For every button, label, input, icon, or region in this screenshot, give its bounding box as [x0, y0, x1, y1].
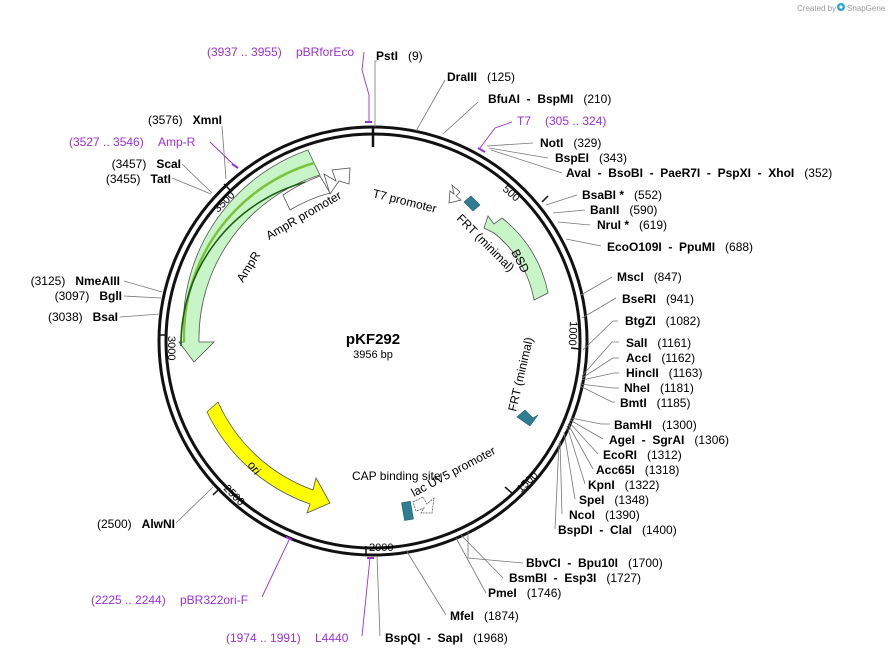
site-label[interactable]: PmeI(1746) [488, 586, 561, 600]
watermark-prefix: Created by [797, 4, 836, 13]
plasmid-length: 3956 bp [353, 349, 393, 361]
primer-pbr322ori-f[interactable]: (2225 .. 2244) pBR322ori-F [91, 593, 248, 607]
primer-name: Amp-R [158, 135, 196, 149]
site-label[interactable]: EcoO109I - PpuMI(688) [607, 240, 753, 254]
feature-ori[interactable]: ori [206, 401, 331, 514]
primer-t7[interactable]: T7 (305 .. 324) [517, 114, 606, 128]
bsd-arrow-icon [483, 215, 549, 301]
site-label[interactable]: NruI *(619) [597, 218, 667, 232]
site-label[interactable]: BbvCI - Bpu10I(1700) [526, 556, 663, 570]
site-label[interactable]: SpeI(1348) [579, 493, 649, 507]
restriction-sites-left: (3576)XmnI (3457)ScaI (3455)TatI (3125)N… [31, 113, 222, 531]
site-label[interactable]: BsaBI *(552) [582, 188, 662, 202]
site-label[interactable]: BspEI(343) [555, 151, 627, 165]
site-label[interactable]: (3097)BglI [55, 289, 122, 303]
site-label[interactable]: PstI(9) [376, 49, 423, 63]
site-label[interactable]: NcoI(1390) [569, 508, 640, 522]
site-label[interactable]: KpnI(1322) [588, 478, 659, 492]
primer-name: T7 [517, 114, 531, 128]
lac-promoter-arrow-icon [412, 496, 435, 514]
ampr-label: AmpR [234, 249, 264, 285]
site-label[interactable]: BtgZI(1082) [625, 314, 700, 328]
t7-promoter-label: T7 promoter [371, 186, 438, 215]
tick-label-1500: 1500 [515, 470, 541, 496]
primer-amp-r[interactable]: (3527 .. 3546) Amp-R [69, 135, 196, 149]
primer-name: L4440 [315, 631, 349, 645]
frt-site-arrow-icon [463, 195, 481, 212]
feature-frt-minimal-2[interactable]: FRT (minimal) [505, 336, 539, 427]
site-label[interactable]: BseRI(941) [622, 292, 694, 306]
ampr-promoter-arrow-icon [323, 167, 351, 195]
site-label[interactable]: SalI(1161) [626, 336, 691, 350]
site-label[interactable]: (3125)NmeAIII [31, 274, 120, 288]
cap-binding-site-box-icon [401, 500, 414, 521]
ampr-promoter-body [282, 175, 331, 211]
site-label[interactable]: (2500)AlwNI [97, 517, 175, 531]
site-label[interactable]: (3038)BsaI [48, 310, 118, 324]
site-label[interactable]: BfuAI - BspMI(210) [488, 92, 611, 106]
site-label[interactable]: MscI(847) [617, 270, 682, 284]
primer-pbrforeco[interactable]: (3937 .. 3955) pBRforEco [207, 45, 354, 59]
site-label[interactable]: AvaI - BsoBI - PaeR7I - PspXI - XhoI(352… [566, 166, 832, 180]
feature-cap-binding-site[interactable]: CAP binding site [352, 469, 441, 521]
site-label[interactable]: AccI(1162) [626, 351, 695, 365]
site-label[interactable]: DraIII(125) [447, 70, 515, 84]
tick-label-3000: 3000 [165, 336, 177, 360]
snapgene-logo-icon [837, 3, 845, 11]
ampr-primer-strand [180, 181, 307, 347]
site-label[interactable]: BanII(590) [590, 203, 657, 217]
cap-binding-site-label: CAP binding site [352, 469, 441, 483]
restriction-sites-right: PstI(9) DraIII(125) BfuAI - BspMI(210) N… [376, 49, 832, 645]
site-label[interactable]: NheI(1181) [624, 381, 694, 395]
ampr-arrow-icon [178, 149, 321, 363]
site-label[interactable]: (3576)XmnI [148, 113, 222, 127]
primer-name: pBRforEco [296, 45, 354, 59]
snapgene-watermark: Created by SnapGene [797, 3, 886, 13]
primer-l4440[interactable]: (1974 .. 1991) L4440 [226, 631, 349, 645]
frt-minimal-2-label: FRT (minimal) [505, 336, 536, 413]
feature-t7-promoter[interactable]: T7 promoter [371, 183, 462, 216]
site-label[interactable]: (3455)TatI [106, 172, 171, 186]
site-label[interactable]: Acc65I(1318) [596, 463, 679, 477]
primer-name: pBR322ori-F [180, 593, 248, 607]
site-label[interactable]: BsmBI - Esp3I(1727) [509, 571, 641, 585]
primer-marks [231, 121, 486, 559]
site-label[interactable]: MfeI(1874) [450, 609, 519, 623]
primer-range: (3937 .. 3955) [207, 45, 282, 59]
site-label[interactable]: NotI(329) [540, 136, 601, 150]
primer-range: (1974 .. 1991) [226, 631, 301, 645]
tick-label-500: 500 [500, 183, 522, 204]
tick-label-1000: 1000 [566, 321, 579, 346]
leader-lines [119, 60, 619, 637]
t7-promoter-arrow-icon [448, 183, 462, 204]
frt-site-arrow-icon [516, 409, 539, 427]
site-label[interactable]: HincII(1163) [626, 366, 702, 380]
ori-arrow-icon [206, 401, 331, 514]
ampr-primer-highlight [182, 161, 315, 343]
site-label[interactable]: AgeI - SgrAI(1306) [609, 433, 729, 447]
primer-leader-lines [209, 51, 513, 637]
primer-range: (3527 .. 3546) [69, 135, 144, 149]
site-label[interactable]: BspQI - SapI(1968) [385, 631, 508, 645]
watermark-brand: SnapGene [847, 4, 886, 13]
site-label[interactable]: BspDI - ClaI(1400) [558, 523, 677, 537]
plasmid-name: pKF292 [346, 331, 400, 348]
site-label[interactable]: (3457)ScaI [112, 157, 181, 171]
site-label[interactable]: EcoRI(1312) [603, 448, 682, 462]
site-label[interactable]: BamHI(1300) [614, 418, 697, 432]
site-label[interactable]: BmtI(1185) [620, 396, 690, 410]
tick-label-2000: 2000 [369, 542, 393, 554]
primer-range: (2225 .. 2244) [91, 593, 166, 607]
primer-range: (305 .. 324) [545, 114, 606, 128]
